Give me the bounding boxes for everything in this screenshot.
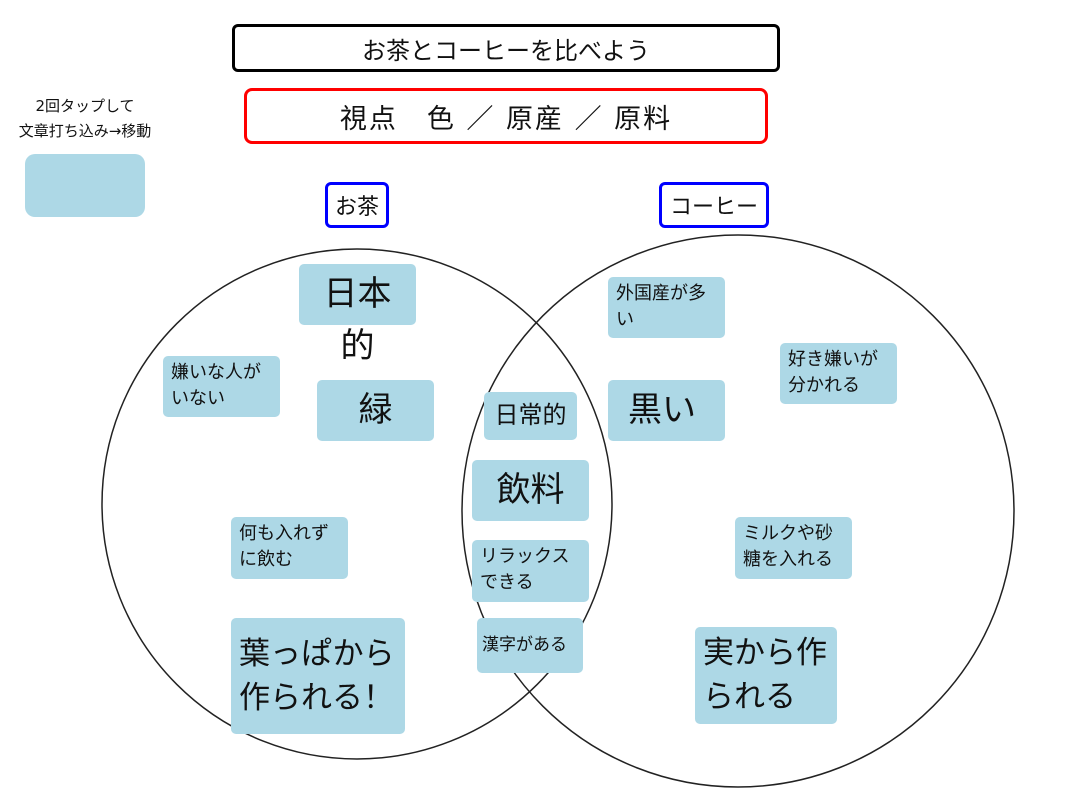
hint-line-2: 文章打ち込み→移動 — [18, 122, 152, 140]
sticky-note[interactable]: ミルクや砂糖を入れる — [735, 517, 852, 579]
sticky-note[interactable]: 日常的 — [484, 392, 577, 440]
sticky-note[interactable]: 外国産が多い — [608, 277, 725, 338]
sticky-note[interactable]: 黒い — [608, 380, 725, 441]
sticky-note[interactable]: 何も入れずに飲む — [231, 517, 348, 579]
instruction-text: 2回タップして文章打ち込み→移動 — [0, 94, 170, 144]
sticky-note[interactable]: 葉っぱから作られる！ — [231, 618, 405, 734]
hint-line-1: 2回タップして — [35, 97, 135, 115]
sticky-note[interactable]: リラックスできる — [472, 540, 589, 602]
sticky-note[interactable]: 日本的 — [299, 264, 416, 366]
page-title[interactable]: お茶とコーヒーを比べよう — [232, 24, 780, 72]
sticky-note[interactable]: 緑 — [317, 380, 434, 441]
blank-sticky-note[interactable] — [25, 154, 145, 217]
sticky-note[interactable]: 好き嫌いが分かれる — [780, 343, 897, 404]
sticky-note[interactable]: 漢字がある — [477, 618, 583, 673]
sticky-note[interactable]: 飲料 — [472, 460, 589, 521]
sticky-note[interactable]: 嫌いな人がいない — [163, 356, 280, 417]
coffee-label[interactable]: コーヒー — [659, 182, 769, 228]
coffee-circle — [461, 234, 1015, 788]
viewpoint-box[interactable]: 視点 色 ／ 原産 ／ 原料 — [244, 88, 768, 144]
sticky-note[interactable]: 実から作られる — [695, 627, 837, 724]
tea-label[interactable]: お茶 — [325, 182, 389, 228]
tea-circle — [101, 248, 613, 760]
